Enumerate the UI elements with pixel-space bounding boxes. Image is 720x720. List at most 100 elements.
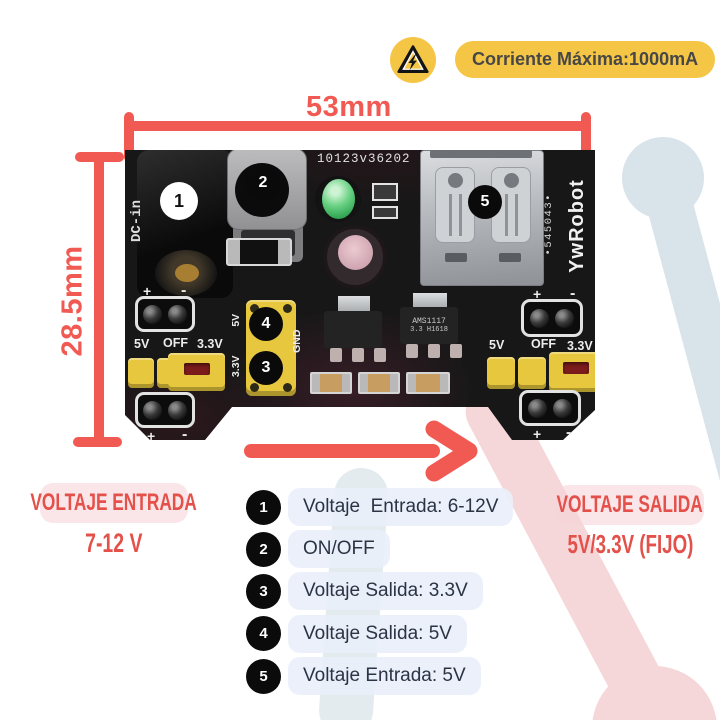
warning-icon [390, 37, 436, 83]
width-bracket-tick-left [124, 112, 134, 162]
legend-label-4: Voltaje Salida: 5V [288, 615, 467, 653]
pinhole [283, 383, 292, 392]
pin [553, 398, 572, 418]
width-bracket-line [127, 121, 587, 131]
callout-3-3v3-output: 3 [249, 351, 283, 385]
high-voltage-icon [397, 45, 429, 74]
regulator1-pin [352, 348, 364, 362]
right-top-minus: - [570, 285, 576, 302]
watermark-pink-ball [592, 666, 717, 720]
regulator1-body [324, 311, 382, 348]
pinhole [250, 304, 259, 313]
pin [143, 304, 163, 324]
max-current-badge: Corriente Máxima:1000mA [455, 41, 716, 78]
regulator2-pin [406, 344, 418, 358]
serial-number-silkscreen: 10123v36202 [317, 152, 411, 166]
callout-4-5v-output: 4 [249, 307, 283, 341]
legend-number-1: 1 [246, 490, 281, 525]
right-bottom-plus: + [533, 426, 542, 442]
left-top-pins [135, 296, 195, 332]
mid-gnd-label: GND [290, 329, 303, 353]
width-dimension-label: 53mm [306, 91, 392, 123]
right-jumper-cell-2 [518, 357, 546, 389]
callout-2-switch: 2 [246, 166, 280, 200]
brand-silkscreen: YwRobot [566, 179, 588, 273]
legend-number-2: 2 [246, 532, 281, 567]
regulator2-pin [428, 344, 440, 358]
legend-label-5: Voltaje Entrada: 5V [288, 657, 481, 695]
right-top-pins [521, 299, 583, 337]
left-bottom-plus: + [147, 428, 156, 444]
watermark-blue-stick [639, 170, 720, 501]
right-jumper-cap [549, 352, 595, 392]
side-serial-silkscreen: •545043• [542, 193, 555, 256]
callout-1-dc-input: 1 [160, 182, 198, 220]
regulator1-pin [330, 348, 342, 362]
dc-jack-contact [175, 264, 199, 282]
input-voltage-pill: VOLTAJE ENTRADA [31, 483, 197, 523]
legend-number-3: 3 [246, 574, 281, 609]
left-jumper-cell-1 [128, 358, 154, 388]
regulator1-tab [338, 296, 370, 312]
usb-spring-hole [504, 173, 519, 188]
capacitor-top [338, 235, 373, 270]
pin [167, 304, 187, 324]
legend-label-3: Voltaje Salida: 3.3V [288, 572, 483, 610]
right-rail-3v3-label: 3.3V [567, 339, 593, 353]
usb-spring-slit [505, 194, 508, 236]
height-bracket-tick-bottom [73, 437, 122, 447]
legend-label-1: Voltaje Entrada: 6-12V [288, 488, 514, 526]
height-bracket-tick-top [75, 152, 124, 162]
usb-spring-slit [459, 194, 462, 236]
smd-cap [358, 372, 400, 394]
arrow-shaft [244, 444, 440, 458]
height-bracket-line [94, 154, 104, 444]
regulator2-pin [450, 344, 462, 358]
left-bottom-minus: - [182, 426, 188, 443]
pin [143, 400, 163, 420]
pinhole [283, 304, 292, 313]
right-rail-off-label: OFF [531, 337, 556, 351]
regulator2-tab [413, 293, 447, 308]
width-bracket-tick-right [581, 112, 591, 162]
right-rail-5v-label: 5V [489, 338, 505, 352]
height-dimension-label: 28.5mm [56, 245, 89, 357]
mid-5v-label: 5V [229, 313, 242, 327]
smd-cap [406, 372, 450, 394]
input-voltage-title: VOLTAJE ENTRADA [30, 489, 198, 516]
regulator2-marking-line1: AMS1117 [412, 317, 446, 326]
pin [528, 398, 547, 418]
diode [226, 238, 292, 266]
right-jumper-cell-1 [487, 357, 515, 389]
pinhole [250, 383, 259, 392]
smd-resistor-2 [372, 206, 398, 219]
arrow-head [425, 420, 478, 482]
left-top-minus: - [181, 282, 187, 299]
usb-spring-slit [515, 194, 518, 236]
smd-cap [310, 372, 352, 394]
legend-label-2: ON/OFF [288, 530, 390, 568]
left-bottom-pins [135, 392, 195, 428]
dc-in-silkscreen: DC-in [129, 200, 145, 243]
legend-number-4: 4 [246, 616, 281, 651]
left-top-plus: + [143, 283, 152, 299]
output-voltage-value: 5V/3.3V (FIJO) [567, 529, 693, 559]
left-jumper-cap [168, 353, 225, 391]
usb-slot-1 [445, 253, 467, 262]
output-voltage-pill: VOLTAJE SALIDA [556, 485, 704, 525]
regulator1-pin [374, 348, 386, 362]
regulator2-marking-line2: 3.3 H1618 [410, 326, 448, 334]
regulator2-body: AMS1117 3.3 H1618 [400, 307, 458, 344]
usb-spring-slit [449, 194, 452, 236]
pin [167, 400, 187, 420]
left-rail-5v-label: 5V [134, 337, 150, 351]
right-jumper-slot [563, 362, 589, 374]
input-voltage-value: 7-12 V [85, 528, 143, 558]
power-supply-board: DC-in 10123v36202 [125, 150, 595, 444]
left-rail-3v3-label: 3.3V [197, 337, 223, 351]
usb-spring-hole [448, 173, 463, 188]
left-rail-off-label: OFF [163, 336, 188, 350]
right-top-plus: + [533, 286, 542, 302]
right-bottom-minus: - [566, 424, 572, 441]
